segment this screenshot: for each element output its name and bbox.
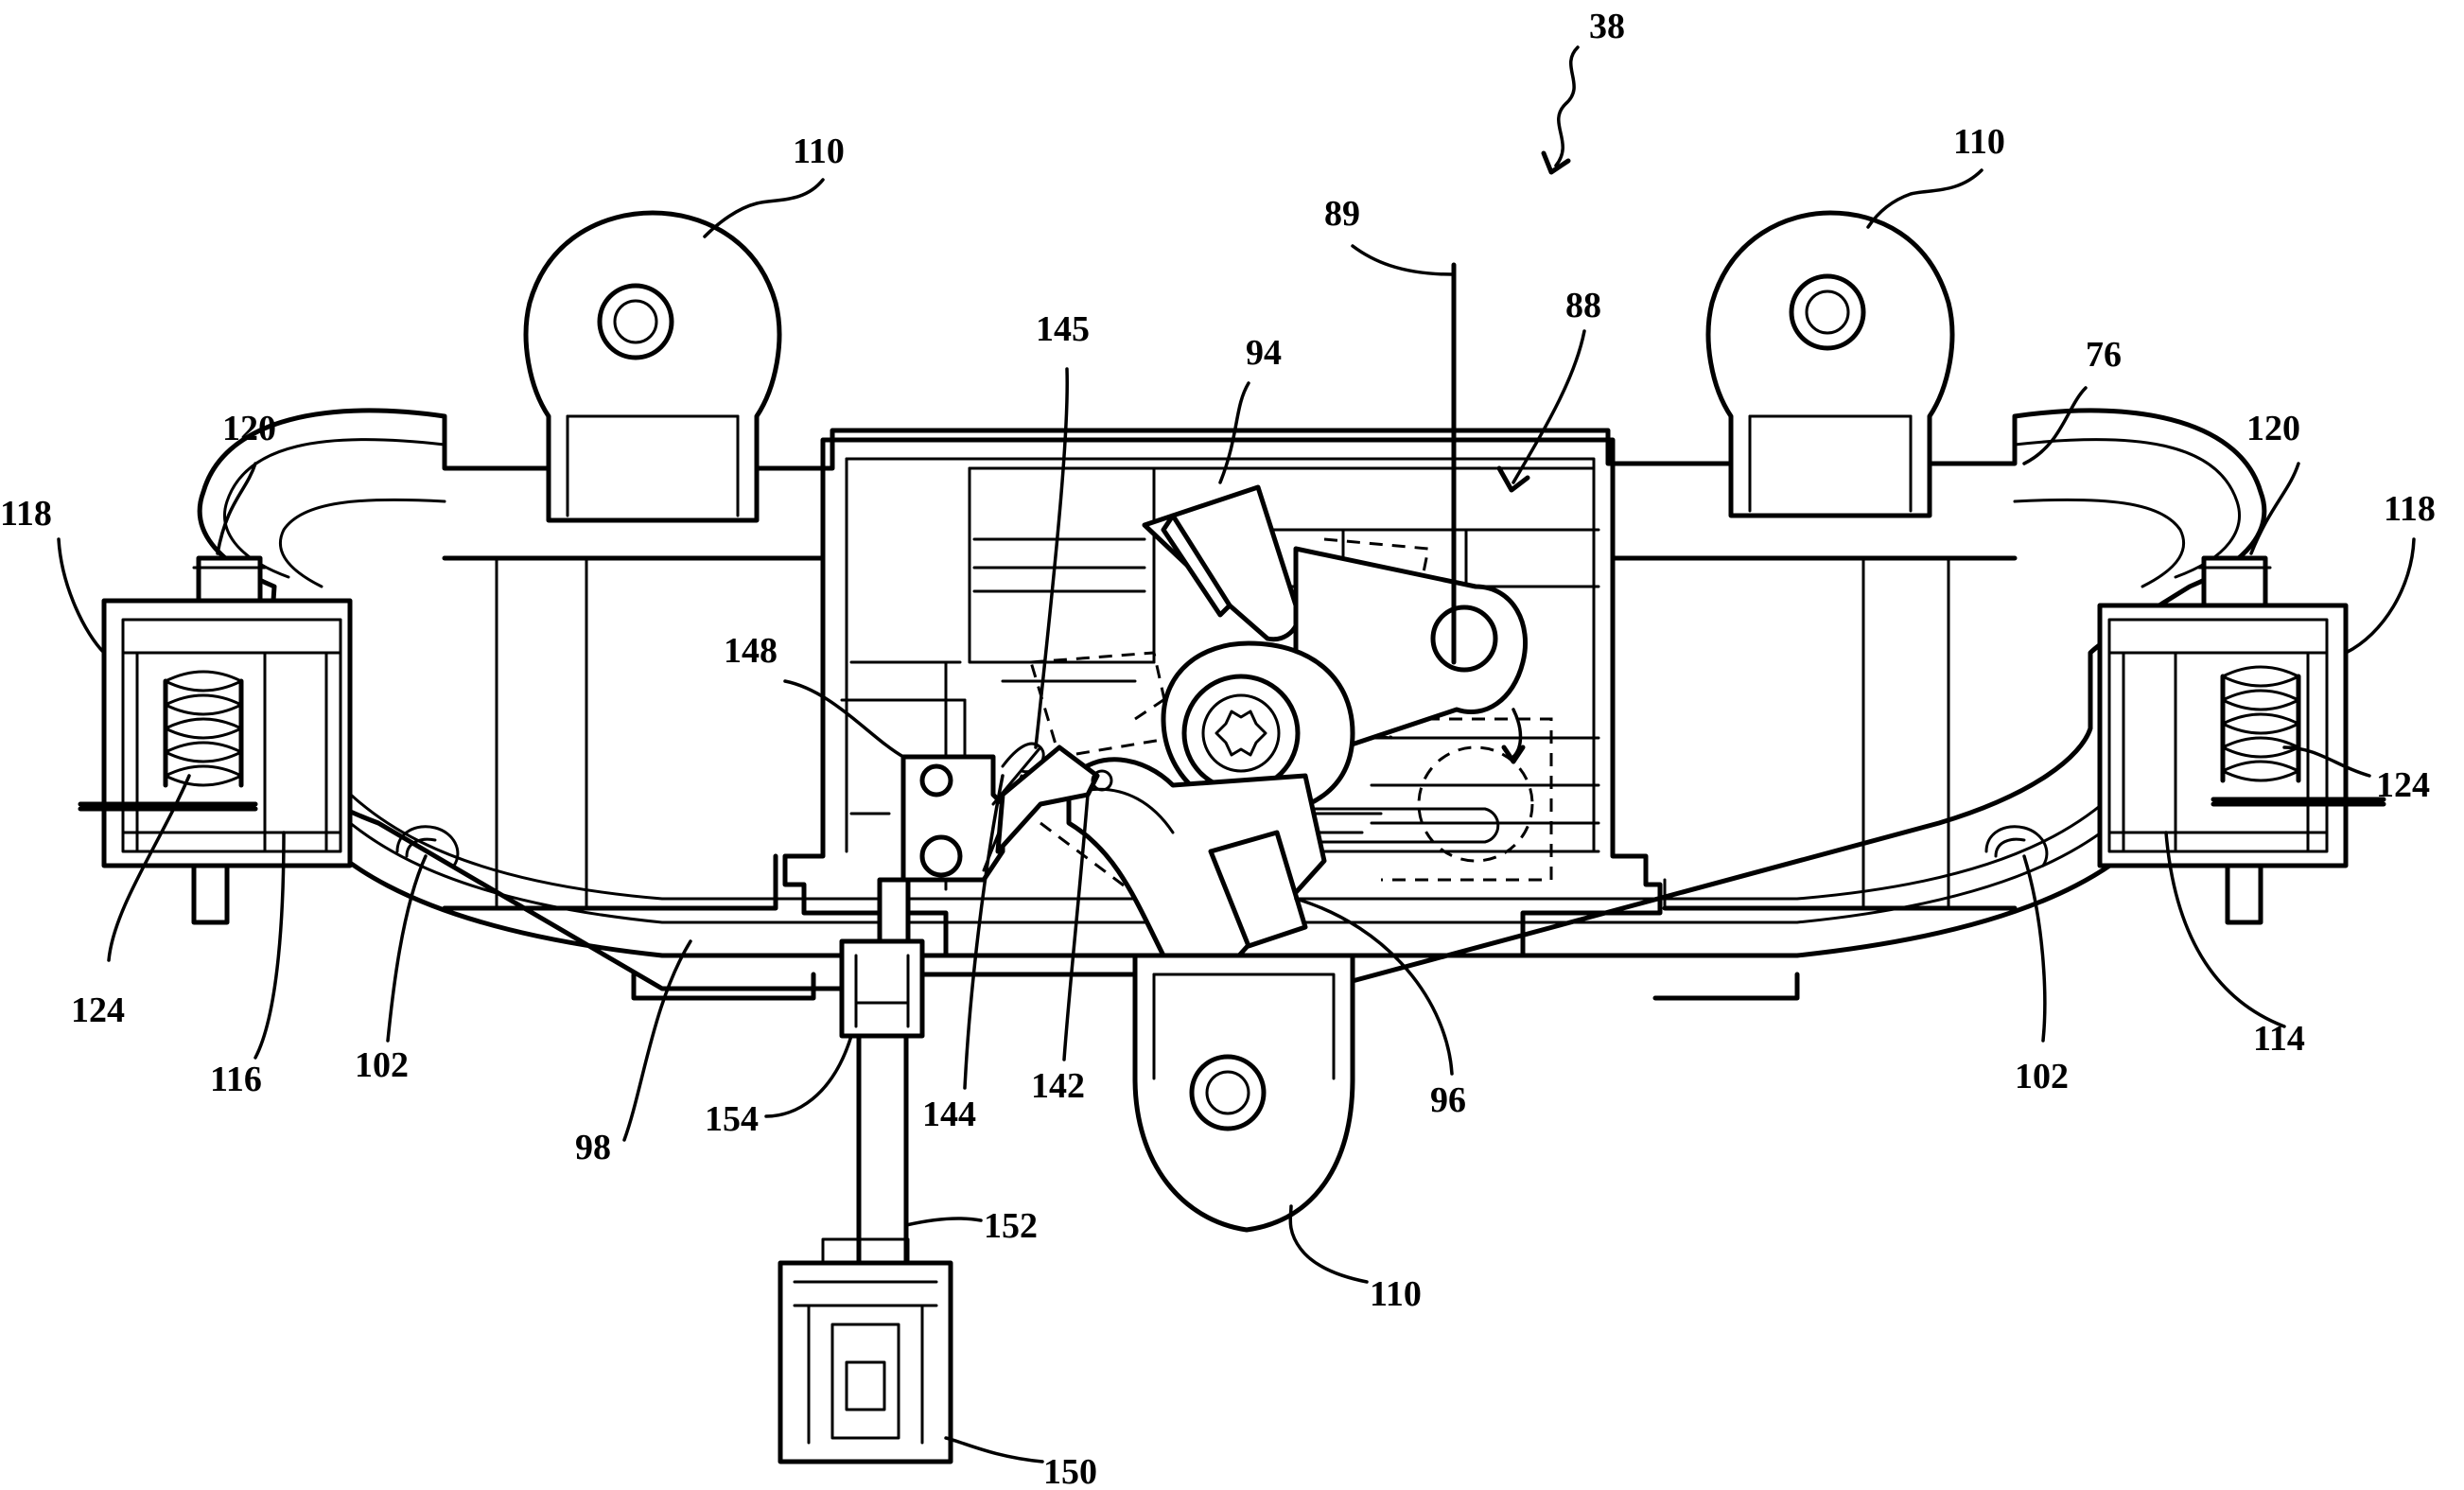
- ref-110-bottom: 110: [1370, 1274, 1422, 1314]
- ref-152: 152: [984, 1206, 1038, 1246]
- ref-142: 142: [1031, 1066, 1085, 1106]
- mounting-ear-bottom: [1135, 955, 1353, 1230]
- ref-120-left: 120: [222, 409, 276, 448]
- mounting-ear-left: [526, 213, 779, 520]
- ref-124-left: 124: [71, 990, 125, 1030]
- ref-124-right: 124: [2376, 765, 2430, 805]
- ref-76: 76: [2086, 335, 2122, 375]
- ref-110-left: 110: [793, 131, 845, 171]
- ref-144: 144: [922, 1095, 976, 1134]
- mounting-ear-right: [1708, 213, 1952, 516]
- ref-116: 116: [210, 1060, 262, 1099]
- wire-152: [859, 1036, 906, 1263]
- direction-arrow: [1504, 710, 1523, 762]
- connector-plug-150: [780, 1239, 951, 1462]
- ref-120-right: 120: [2246, 409, 2300, 448]
- ref-118-left: 118: [0, 494, 52, 534]
- ref-114: 114: [2253, 1019, 2305, 1059]
- retention-clip-right: [1986, 827, 2047, 866]
- ref-88: 88: [1565, 286, 1601, 325]
- ref-38: 38: [1589, 7, 1625, 46]
- ref-118-right: 118: [2384, 489, 2436, 529]
- ref-148: 148: [724, 631, 778, 671]
- left-spring-housing: [80, 558, 350, 922]
- ref-102-left: 102: [355, 1045, 409, 1085]
- ref-94: 94: [1246, 333, 1282, 373]
- ref-150: 150: [1043, 1452, 1097, 1490]
- ref-102-right: 102: [2015, 1057, 2069, 1096]
- ref-98: 98: [575, 1128, 611, 1167]
- connector-boot-154: [842, 880, 922, 1036]
- ref-154: 154: [705, 1099, 759, 1139]
- ref-96: 96: [1430, 1080, 1466, 1120]
- ref-110-right: 110: [1953, 122, 2005, 162]
- ref-145: 145: [1036, 309, 1090, 349]
- ref-89: 89: [1324, 194, 1360, 234]
